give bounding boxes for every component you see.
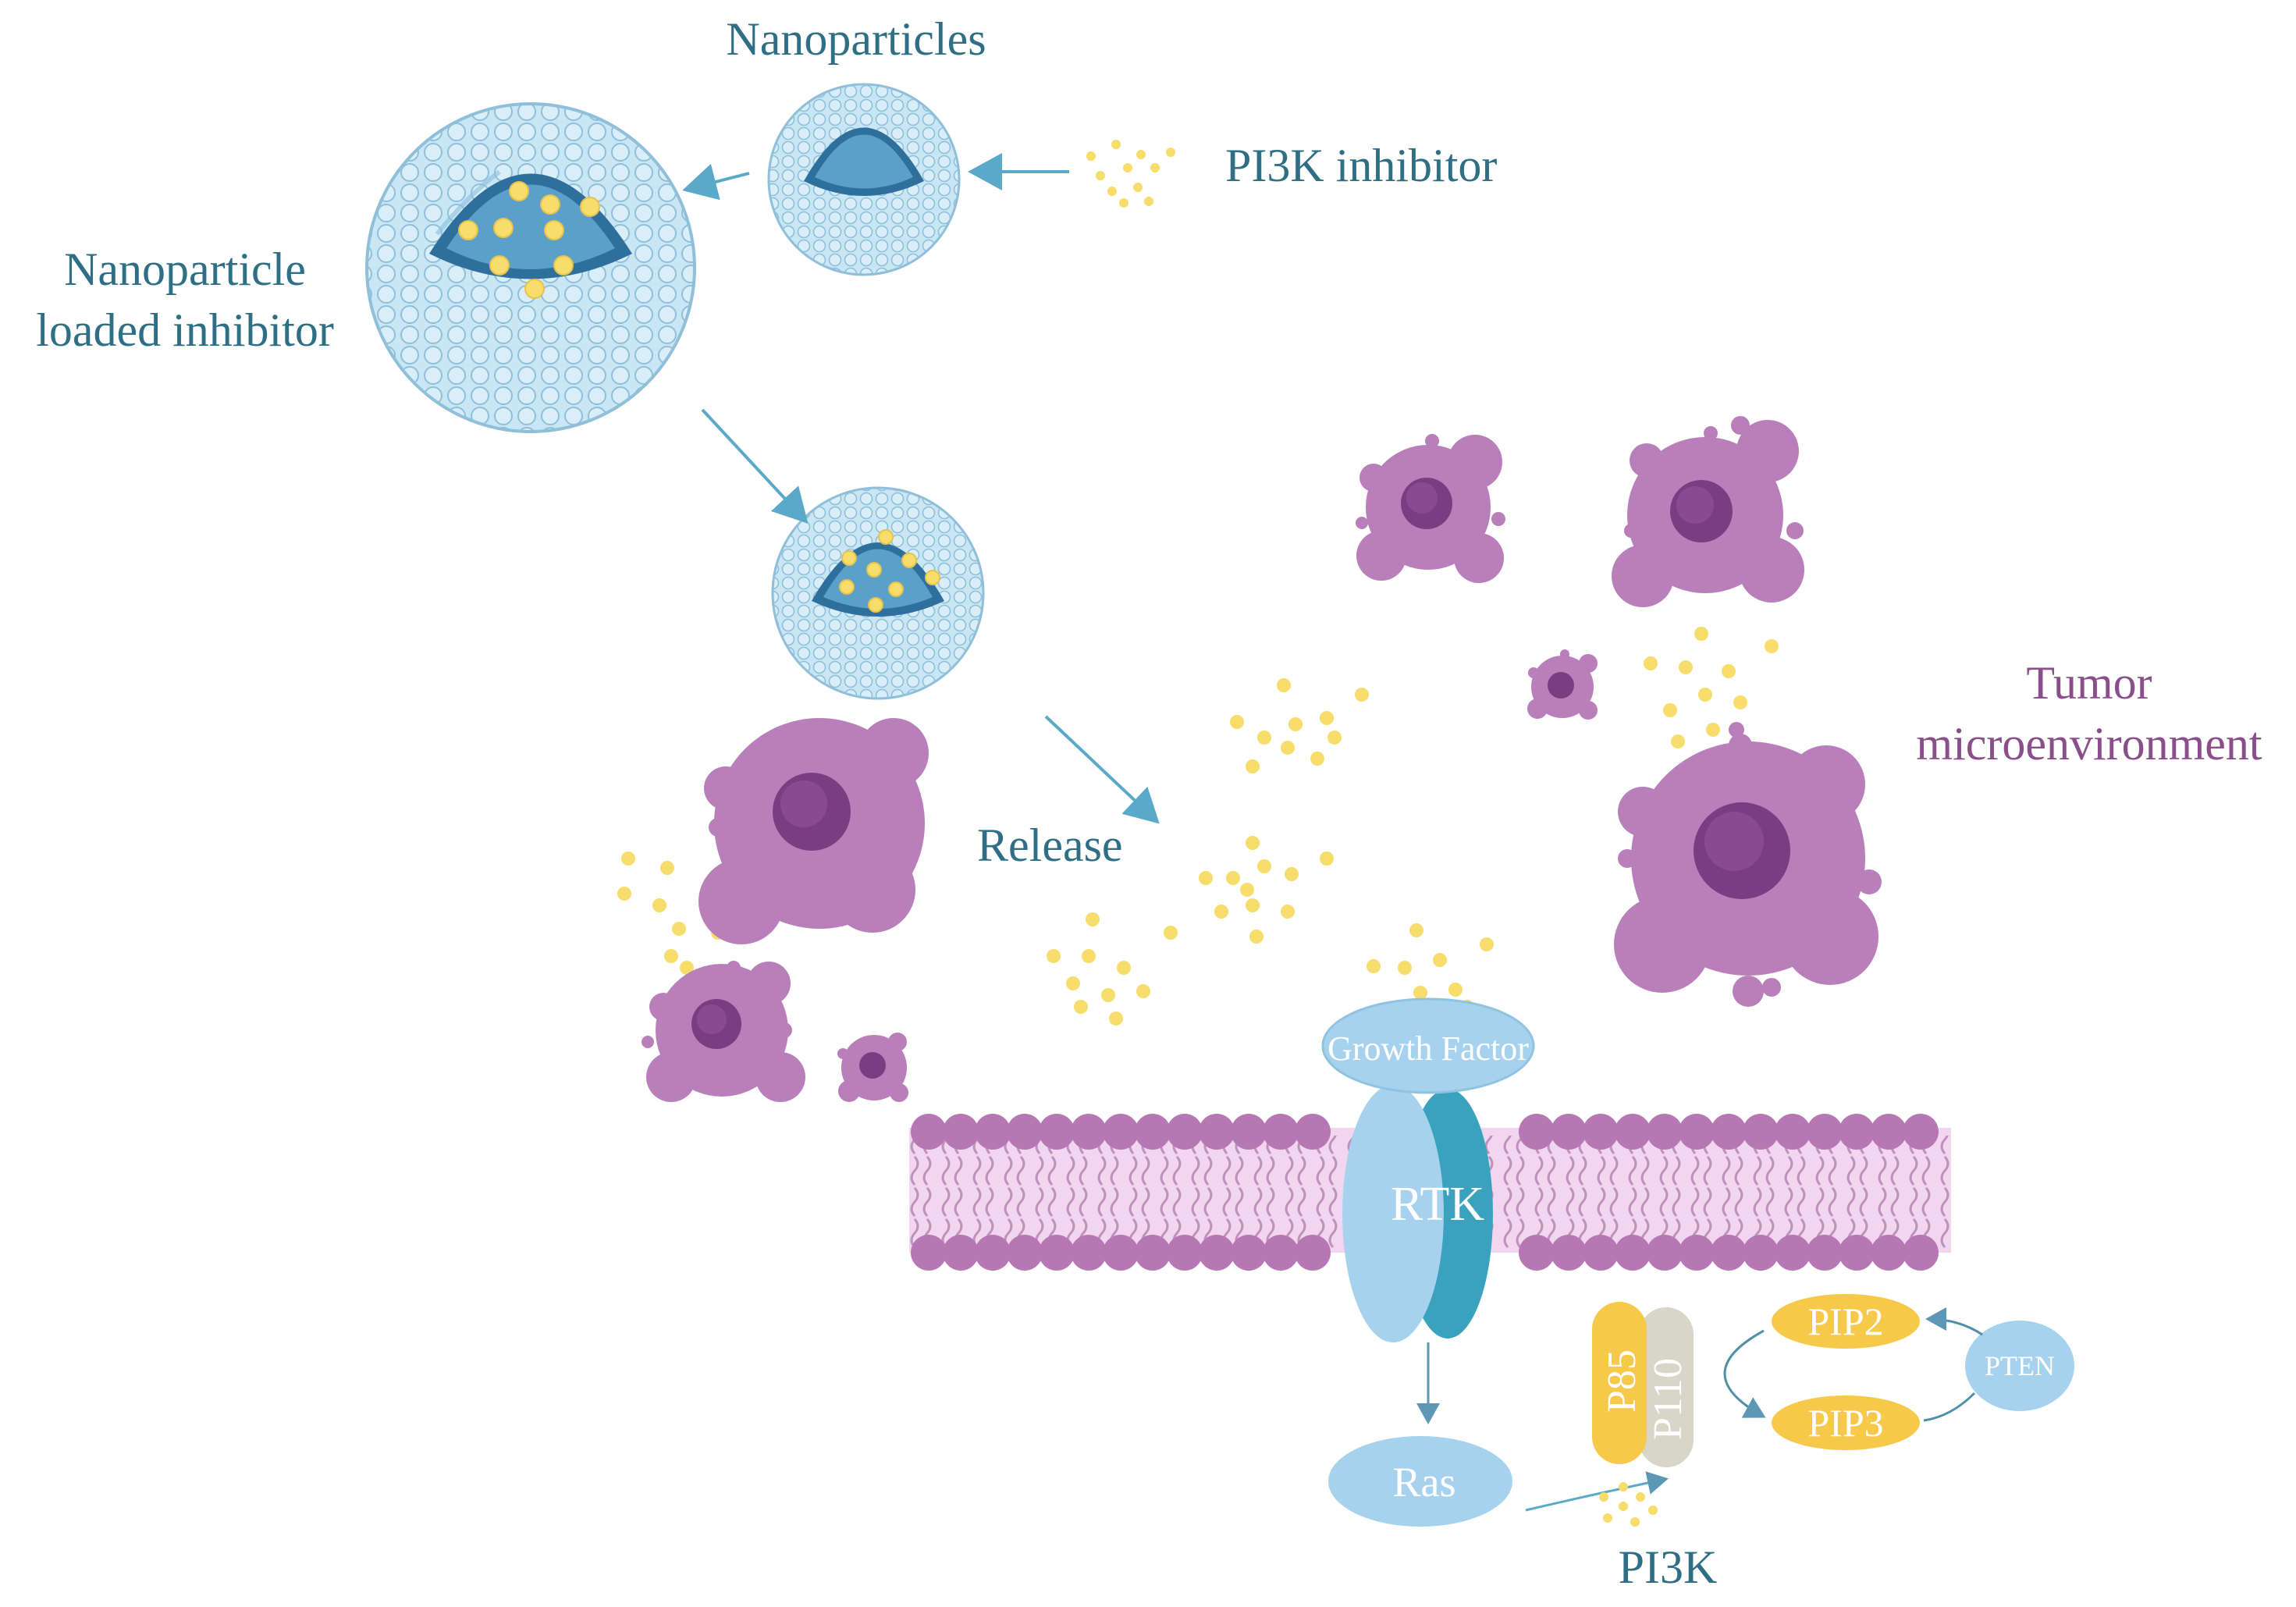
releasing-nanoparticle-icon (771, 486, 985, 700)
lipid-head (1167, 1114, 1203, 1150)
lipid-head (1295, 1235, 1331, 1271)
lipid-head (1583, 1235, 1619, 1271)
tumor-cell-icon (642, 961, 805, 1102)
lipid-head (1071, 1114, 1107, 1150)
lipid-head (1871, 1235, 1907, 1271)
growth-factor-shape (1321, 997, 1535, 1094)
ras-label: Ras (1392, 1459, 1456, 1506)
tumor-cell-icon (1356, 434, 1505, 583)
lipid-head (911, 1114, 947, 1150)
pip3-label: PIP3 (1807, 1401, 1884, 1445)
p85-label: P85 (1600, 1349, 1644, 1413)
rtk-label: RTK (1390, 1178, 1485, 1231)
lipid-head (1711, 1235, 1747, 1271)
p85-shape (1592, 1302, 1647, 1464)
tumor-cell-icon (1527, 649, 1598, 720)
pi3k-dots (1599, 1482, 1658, 1527)
tumor-cells (642, 416, 1882, 1102)
lipid-head (1519, 1114, 1555, 1150)
tumor-cell-icon (837, 1033, 908, 1102)
tumor-label-line1: Tumor (2026, 657, 2152, 709)
lipid-head (1231, 1114, 1267, 1150)
lipid-head (1519, 1235, 1555, 1271)
inhibitor-dots (617, 140, 1779, 1026)
lipid-head (1263, 1235, 1299, 1271)
lipid-head (1103, 1235, 1139, 1271)
lipid-head (1807, 1114, 1843, 1150)
lipid-head (911, 1235, 947, 1271)
pi3k-inhibitor-label: PI3K inhibitor (1225, 140, 1498, 191)
lipid-head (1903, 1114, 1939, 1150)
lipid-head (1263, 1114, 1299, 1150)
arrow-loaded-to-release (701, 408, 809, 524)
lipid-head (1679, 1235, 1715, 1271)
lipid-head (1199, 1114, 1235, 1150)
lipid-head (975, 1114, 1011, 1150)
loaded-inhibitor-label-line1: Nanoparticle (64, 244, 306, 295)
lipid-head (1039, 1114, 1075, 1150)
tumor-label-line2: microenvironment (1916, 718, 2262, 770)
growth-factor-label: Growth Factor (1327, 1029, 1529, 1068)
lipid-head (1615, 1114, 1651, 1150)
loaded-inhibitor-label-line2: loaded inhibitor (36, 304, 334, 356)
lipid-head (1647, 1235, 1683, 1271)
flow-arrows (682, 153, 1160, 824)
tumor-cell-icon (698, 718, 929, 944)
lipid-head (1199, 1235, 1235, 1271)
p110-shape (1639, 1307, 1694, 1467)
pip3-shape (1772, 1395, 1920, 1450)
nanoparticles-label: Nanoparticles (726, 13, 986, 65)
lipid-head (1167, 1235, 1203, 1271)
lipid-head (1743, 1114, 1779, 1150)
pip2-shape (1772, 1294, 1920, 1349)
lipid-head (1807, 1235, 1843, 1271)
lipid-head (1711, 1114, 1747, 1150)
lipid-head (1839, 1114, 1875, 1150)
pathway-arrows (1525, 1307, 1983, 1512)
lipid-head (1903, 1235, 1939, 1271)
pi3k-label: PI3K (1618, 1541, 1718, 1593)
rtk-receptor (1321, 997, 1535, 1342)
arrow-release (1044, 715, 1160, 824)
lipid-head (1743, 1235, 1779, 1271)
lipid-head (975, 1235, 1011, 1271)
lipid-head (1135, 1235, 1171, 1271)
lipid-head (1103, 1114, 1139, 1150)
lipid-head (1871, 1114, 1907, 1150)
loaded-nanoparticle-icon (365, 102, 696, 433)
tumor-cell-icon (1614, 722, 1882, 1007)
pten-label: PTEN (1985, 1350, 2055, 1381)
lipid-head (1551, 1114, 1587, 1150)
lipid-head (1775, 1114, 1811, 1150)
lipid-head (943, 1235, 979, 1271)
lipid-head (1839, 1235, 1875, 1271)
p110-label: P110 (1646, 1358, 1690, 1440)
lipid-head (1007, 1235, 1043, 1271)
ras-shape (1328, 1436, 1512, 1527)
lipid-head (1551, 1235, 1587, 1271)
pten-shape (1965, 1321, 2074, 1411)
arrow-nanoparticle-to-loaded (682, 163, 750, 201)
lipid-head (1679, 1114, 1715, 1150)
lipid-head (1295, 1114, 1331, 1150)
lipid-head (1615, 1235, 1651, 1271)
lipid-head (1231, 1235, 1267, 1271)
lipid-head (1007, 1114, 1043, 1150)
lipid-head (943, 1114, 979, 1150)
empty-nanoparticle-icon (767, 83, 961, 276)
lipid-head (1583, 1114, 1619, 1150)
release-label: Release (977, 819, 1123, 871)
tumor-cell-icon (1612, 416, 1804, 607)
lipid-head (1039, 1235, 1075, 1271)
lipid-head (1071, 1235, 1107, 1271)
lipid-head (1775, 1235, 1811, 1271)
lipid-head (1135, 1114, 1171, 1150)
lipid-head (1647, 1114, 1683, 1150)
pip2-label: PIP2 (1807, 1299, 1884, 1343)
